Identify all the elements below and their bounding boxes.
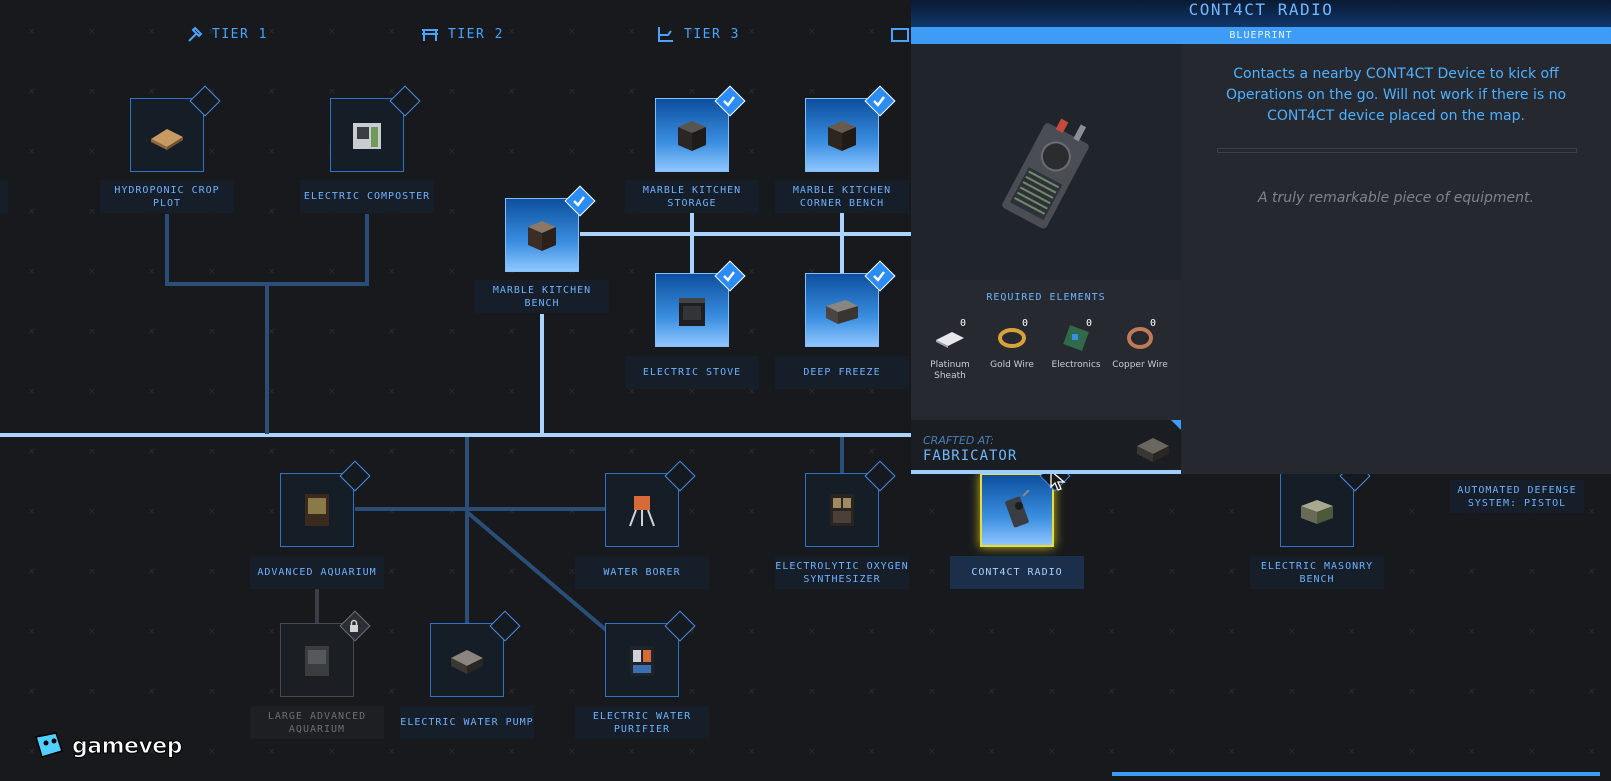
label-electric-composter: ELECTRIC COMPOSTER [300,180,434,213]
label-marble-kitchen-corner-bench: MARBLE KITCHEN CORNER BENCH [775,180,909,213]
gold-wire-icon [998,328,1026,348]
panel-subtitle: BLUEPRINT [911,27,1611,44]
tier-3-label: TIER 3 [684,26,740,42]
tier-2-label: TIER 2 [448,26,504,42]
checkmark-icon [873,271,885,282]
node-cont4ct-radio[interactable] [980,460,1071,547]
large-aquarium-icon [305,646,329,676]
label-marble-kitchen-storage: MARBLE KITCHEN STORAGE [625,180,759,213]
oxygen-synthesizer-icon [830,494,854,526]
crafted-at-value: FABRICATOR [923,448,1018,464]
node-electrolytic-oxygen-synthesizer[interactable] [805,460,896,547]
label-electric-stove: ELECTRIC STOVE [625,356,759,389]
composter-icon [353,123,381,149]
gamepad-logo-icon [35,732,63,758]
item-flavor-text: A truly remarkable piece of equipment. [1258,190,1534,206]
platinum-sheath-icon [936,332,964,348]
node-deep-freeze[interactable] [805,260,896,347]
crop-plot-icon [151,129,183,150]
label-electric-water-purifier: ELECTRIC WATER PURIFIER [575,706,709,739]
water-pump-icon [451,650,483,674]
water-purifier-icon [630,646,654,676]
label-hydroponic-crop-plot: HYDROPONIC CROP PLOT [100,180,234,213]
node-advanced-aquarium[interactable] [280,460,371,547]
corner-accent-icon [1171,420,1181,430]
lock-icon [350,619,358,632]
panel-left-column: REQUIRED ELEMENTS 0 Platinum Sheath 0 Go… [911,44,1181,474]
node-large-advanced-aquarium[interactable] [280,610,371,697]
mouse-cursor-icon [1050,470,1066,491]
node-hydroponic-crop-plot[interactable] [130,85,221,172]
station-icon [658,27,673,42]
label-advanced-aquarium: ADVANCED AQUARIUM [250,556,384,589]
panel-title: CONT4CT RADIO [911,0,1611,27]
watermark-text: gamevep [72,733,183,759]
tier-1-label: TIER 1 [212,26,268,42]
blueprint-detail-panel: CONT4CT RADIO BLUEPRINT REQUIRED ELEMENT… [911,0,1611,474]
node-water-borer[interactable] [605,460,696,547]
stove-icon [679,298,705,326]
crafted-bottom-bar [911,470,1181,474]
bench-icon [422,29,438,41]
label-cont4ct-radio: CONT4CT RADIO [950,556,1084,589]
kitchen-storage-icon [678,121,706,151]
copper-wire-icon [1127,327,1153,349]
node-electric-masonry-bench[interactable] [1280,460,1371,547]
electronics-icon [1063,325,1089,351]
description-divider [1217,148,1577,153]
node-electric-composter[interactable] [330,85,421,172]
fabricator-icon [1137,438,1169,462]
freezer-icon [826,300,858,324]
water-borer-icon [629,496,655,527]
checkmark-icon [723,96,735,107]
label-electric-masonry-bench: ELECTRIC MASONRY BENCH [1250,556,1384,589]
crafted-at-label: CRAFTED AT: [923,434,994,447]
label-deep-freeze: DEEP FREEZE [775,356,909,389]
label-electrolytic-oxygen-synthesizer: ELECTROLYTIC OXYGEN SYNTHESIZER [775,556,909,589]
node-marble-kitchen-storage[interactable] [655,85,746,172]
kitchen-bench-icon [528,221,556,251]
node-electric-water-purifier[interactable] [605,610,696,697]
checkmark-icon [573,196,585,207]
item-description: Contacts a nearby CONT4CT Device to kick… [1225,66,1567,124]
panel-right-column: Contacts a nearby CONT4CT Device to kick… [1181,44,1611,474]
required-elements-section: REQUIRED ELEMENTS 0 Platinum Sheath 0 Go… [911,280,1181,420]
tier-2-header[interactable]: TIER 2 [420,22,504,46]
cont4ct-radio-preview-icon [1002,118,1089,229]
node-marble-kitchen-bench[interactable] [505,185,596,272]
label-large-advanced-aquarium: LARGE ADVANCED AQUARIUM [250,706,384,739]
hammer-icon [188,26,203,42]
watermark-logo: gamevep [32,728,183,764]
node-electric-stove[interactable] [655,260,746,347]
label-marble-kitchen-bench: MARBLE KITCHEN BENCH [475,280,609,313]
radio-icon [1005,490,1030,528]
checkmark-icon [873,96,885,107]
aquarium-icon [305,494,329,526]
label-water-borer: WATER BORER [575,556,709,589]
required-elements-title: REQUIRED ELEMENTS [986,292,1106,303]
masonry-bench-icon [1301,500,1333,524]
crafted-at-section: CRAFTED AT: FABRICATOR [911,420,1181,474]
corner-bench-icon [828,121,856,151]
checkmark-icon [723,271,735,282]
tier-3-header[interactable]: TIER 3 [656,22,740,46]
label-electric-water-pump: ELECTRIC WATER PUMP [400,706,534,739]
node-electric-water-pump[interactable] [430,610,521,697]
tier-4-icon [891,28,909,42]
tier-4-header[interactable] [890,22,918,46]
item-preview [911,44,1181,280]
label-automated-defense-system-pistol[interactable]: AUTOMATED DEFENSE SYSTEM: PISTOL [1450,480,1584,513]
tier-1-header[interactable]: TIER 1 [186,22,268,46]
node-marble-kitchen-corner-bench[interactable] [805,85,896,172]
